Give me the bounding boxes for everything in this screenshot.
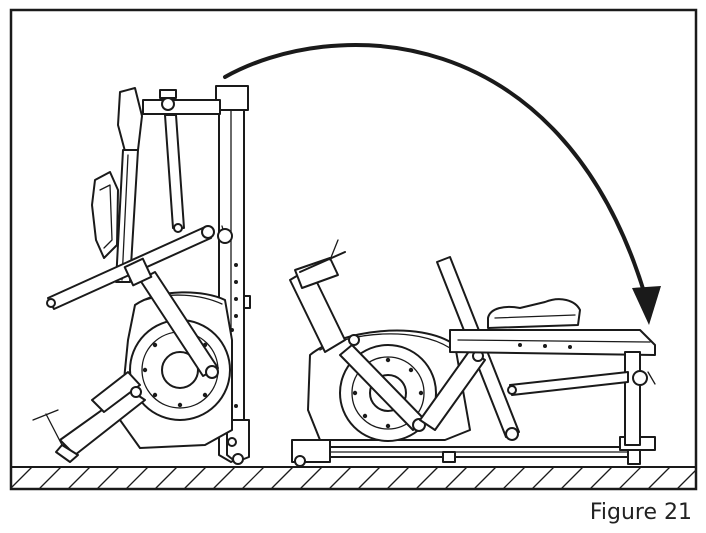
rotation-arrow (223, 43, 661, 325)
machine-deployed (289, 239, 656, 467)
figure-frame (9, 8, 698, 491)
machine-upright (32, 85, 251, 465)
floor (10, 466, 697, 489)
bolts (230, 328, 238, 408)
figure-caption: Figure 21 (589, 500, 692, 525)
